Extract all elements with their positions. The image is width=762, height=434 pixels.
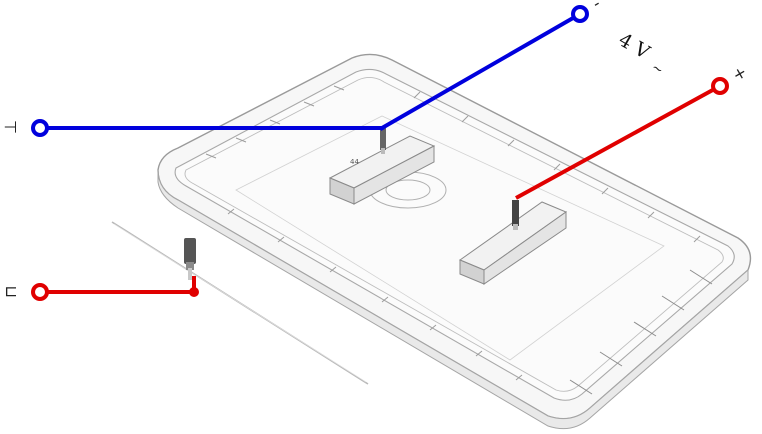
wires bbox=[46, 12, 721, 297]
source-label: 4 V ~ bbox=[615, 29, 666, 79]
probe bbox=[111, 221, 369, 385]
wire-red-left bbox=[46, 276, 196, 294]
tray bbox=[157, 53, 752, 430]
terminal-right-red[interactable] bbox=[711, 77, 729, 95]
label-left-blue-sign: ⊥ bbox=[1, 120, 20, 134]
label-top-blue-sign: - bbox=[589, 0, 604, 13]
tray-ribs bbox=[205, 85, 701, 381]
label-left-red-sign: ⊓ bbox=[1, 286, 20, 298]
tray-inner-wall bbox=[174, 68, 735, 401]
tray-rungs bbox=[569, 269, 713, 395]
source-ac-symbol: ~ bbox=[649, 60, 666, 78]
tray-rim-side bbox=[157, 169, 749, 430]
electrode-left: 44 bbox=[328, 128, 436, 205]
source-voltage: 4 V bbox=[615, 29, 654, 64]
tray-floor bbox=[235, 115, 665, 361]
terminal-left-red[interactable] bbox=[31, 283, 49, 301]
wire-red-right bbox=[515, 84, 721, 200]
label-right-red-sign: + bbox=[729, 62, 750, 85]
svg-text:44: 44 bbox=[350, 158, 359, 166]
electrode-right bbox=[458, 200, 568, 285]
terminals bbox=[31, 5, 729, 301]
terminal-left-blue[interactable] bbox=[31, 119, 49, 137]
tray-inner-ledge bbox=[184, 77, 724, 392]
terminal-top-blue[interactable] bbox=[571, 5, 589, 23]
probe-handle bbox=[184, 238, 196, 264]
